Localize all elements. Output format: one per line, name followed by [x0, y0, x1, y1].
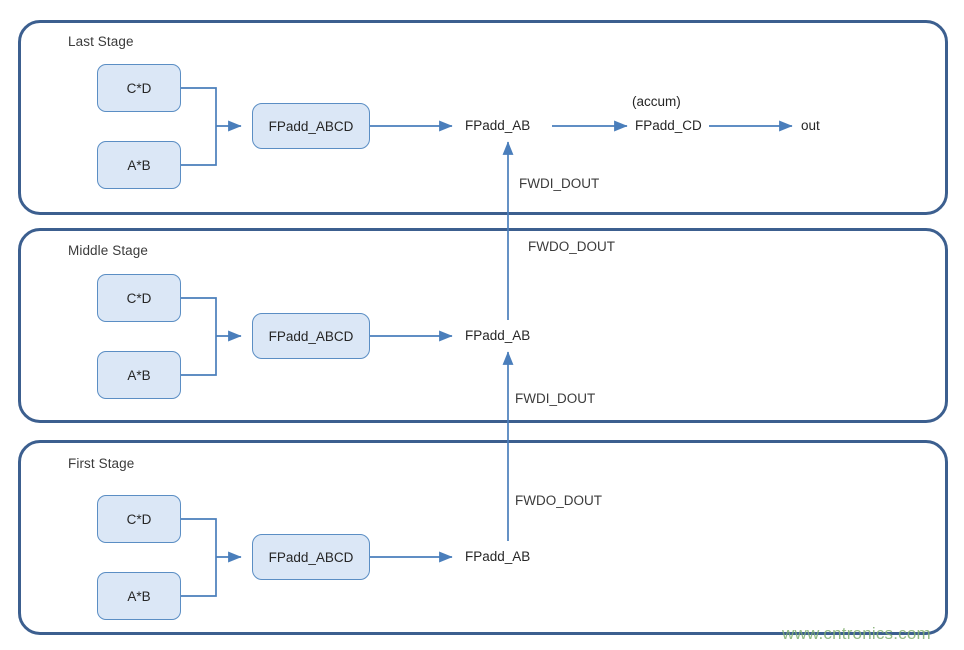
stage-label-last: Last Stage — [68, 34, 134, 49]
node-accum-last: (accum) — [632, 94, 681, 109]
stage-container-last — [18, 20, 948, 215]
wire-label-fwdo-dout-upper: FWDO_DOUT — [528, 239, 615, 254]
node-out-last: out — [801, 118, 820, 133]
op-box-fpadd-abcd-first[interactable]: FPadd_ABCD — [252, 534, 370, 580]
node-fpadd-ab-middle: FPadd_AB — [465, 328, 531, 343]
wire-label-fwdo-dout-lower: FWDO_DOUT — [515, 493, 602, 508]
op-box-fpadd-abcd-last[interactable]: FPadd_ABCD — [252, 103, 370, 149]
wire-label-fwdi-dout-middle: FWDI_DOUT — [515, 391, 596, 406]
op-box-ab-last[interactable]: A*B — [97, 141, 181, 189]
stage-container-middle — [18, 228, 948, 423]
node-fpadd-cd-last: FPadd_CD — [635, 118, 702, 133]
stage-container-first — [18, 440, 948, 635]
node-fpadd-ab-last: FPadd_AB — [465, 118, 531, 133]
op-box-fpadd-abcd-middle[interactable]: FPadd_ABCD — [252, 313, 370, 359]
wire-label-fwdi-dout-last: FWDI_DOUT — [519, 176, 600, 191]
op-box-cd-first[interactable]: C*D — [97, 495, 181, 543]
node-fpadd-ab-first: FPadd_AB — [465, 549, 531, 564]
op-box-cd-middle[interactable]: C*D — [97, 274, 181, 322]
watermark: www.cntronics.com — [782, 624, 931, 643]
op-box-cd-last[interactable]: C*D — [97, 64, 181, 112]
op-box-ab-middle[interactable]: A*B — [97, 351, 181, 399]
stage-label-first: First Stage — [68, 456, 135, 471]
op-box-ab-first[interactable]: A*B — [97, 572, 181, 620]
stage-label-middle: Middle Stage — [68, 243, 148, 258]
